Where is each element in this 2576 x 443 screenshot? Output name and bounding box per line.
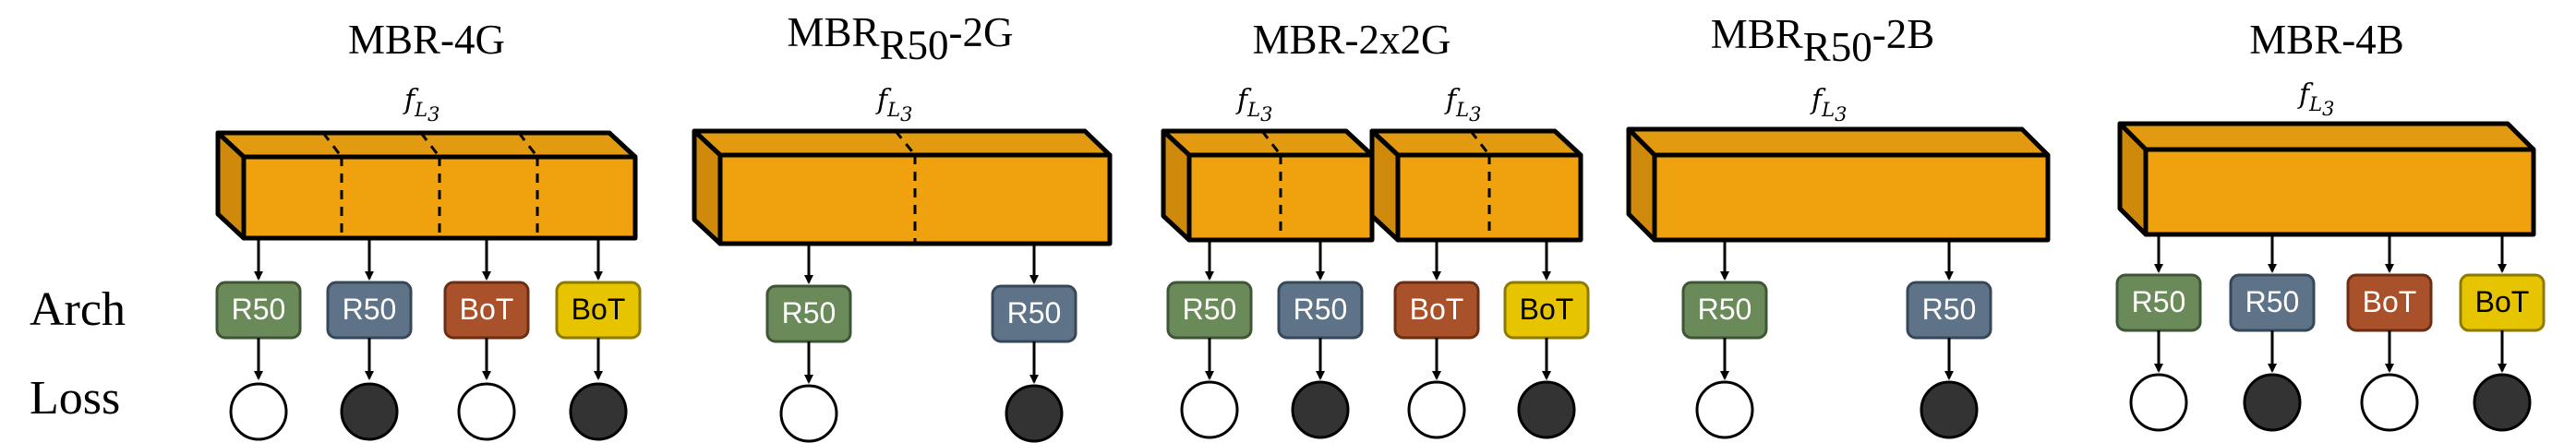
feature-label: fL3 xyxy=(1810,84,1847,126)
arch-label: R50 xyxy=(2245,285,2300,318)
arch-label: R50 xyxy=(1183,293,1237,326)
feature-label: fL3 xyxy=(403,84,439,126)
branch: R50 xyxy=(1277,240,1364,439)
panel-title: MBRR50-2B xyxy=(1711,11,1935,70)
arch-label: BoT xyxy=(1520,293,1574,326)
feature-label: fL3 xyxy=(1235,84,1272,126)
feature-label: fL3 xyxy=(2297,78,2334,120)
panel-title: MBR-4G xyxy=(348,17,505,63)
arch-label: R50 xyxy=(2132,285,2186,318)
panel-title: MBRR50-2G xyxy=(787,9,1013,68)
panel-mbr-2x2g: MBR-2x2G fL3 fL3 R50 R50 xyxy=(1161,17,1590,439)
arch-label: BoT xyxy=(1410,293,1464,326)
arch-label: BoT xyxy=(572,293,626,326)
arch-label: BoT xyxy=(2475,285,2530,318)
panel-mbr-4g: MBR-4G fL3 R50 R50 xyxy=(215,17,642,441)
branch: R50 xyxy=(215,238,302,441)
arch-label: BoT xyxy=(460,293,514,326)
branch: R50 xyxy=(1906,240,1992,439)
loss-circle-filled xyxy=(1005,384,1064,443)
feature-map-box xyxy=(215,130,638,241)
branch: R50 xyxy=(2229,234,2316,432)
arch-label: BoT xyxy=(2363,285,2417,318)
loss-circle-filled xyxy=(1291,380,1350,439)
loss-circle-open xyxy=(457,382,516,441)
feature-map-box xyxy=(2117,121,2536,237)
row-label-arch: Arch xyxy=(30,283,126,336)
arch-label: R50 xyxy=(232,293,286,326)
loss-circle-filled xyxy=(340,382,399,441)
loss-circle-filled xyxy=(2473,373,2532,432)
branch: R50 xyxy=(326,238,413,441)
arch-label: R50 xyxy=(343,293,397,326)
arch-label: R50 xyxy=(1294,293,1348,326)
branch: BoT xyxy=(2346,234,2433,432)
loss-circle-open xyxy=(2360,373,2419,432)
loss-circle-open xyxy=(1180,380,1239,439)
arch-label: R50 xyxy=(782,296,837,329)
loss-circle-filled xyxy=(1517,380,1576,439)
branch: R50 xyxy=(765,244,852,443)
loss-circle-filled xyxy=(569,382,628,441)
branch: R50 xyxy=(991,244,1077,443)
loss-circle-filled xyxy=(1920,380,1979,439)
feature-map-box xyxy=(1626,126,2051,243)
branch: BoT xyxy=(555,238,642,441)
feature-map-box xyxy=(692,128,1113,246)
feature-map-box-right xyxy=(1369,128,1583,243)
feature-map-box-left xyxy=(1161,128,1375,243)
branch: R50 xyxy=(2115,234,2202,432)
loss-circle-open xyxy=(229,382,288,441)
panel-mbr-r50-2g: MBRR50-2G fL3 R50 R50 xyxy=(692,9,1113,443)
panel-title: MBR-2x2G xyxy=(1252,17,1451,63)
loss-circle-open xyxy=(779,384,838,443)
panel-mbr-r50-2b: MBRR50-2B fL3 R50 R50 xyxy=(1626,11,2051,439)
branch: BoT xyxy=(1393,240,1480,439)
branch: R50 xyxy=(1166,240,1253,439)
branch: BoT xyxy=(443,238,530,441)
arch-label: R50 xyxy=(1007,296,1062,329)
branch: BoT xyxy=(1503,240,1590,439)
arch-label: R50 xyxy=(1922,293,1977,326)
branch: R50 xyxy=(1681,240,1768,439)
loss-circle-open xyxy=(2129,373,2188,432)
feature-label: fL3 xyxy=(1444,84,1481,126)
branch: BoT xyxy=(2459,234,2546,432)
arch-label: R50 xyxy=(1698,293,1752,326)
row-label-loss: Loss xyxy=(30,372,120,425)
loss-circle-filled xyxy=(2243,373,2302,432)
loss-circle-open xyxy=(1407,380,1466,439)
feature-label: fL3 xyxy=(875,84,912,126)
loss-circle-open xyxy=(1695,380,1754,439)
panel-mbr-4b: MBR-4B fL3 R50 R50 BoT xyxy=(2115,17,2546,432)
panel-title: MBR-4B xyxy=(2249,17,2404,63)
